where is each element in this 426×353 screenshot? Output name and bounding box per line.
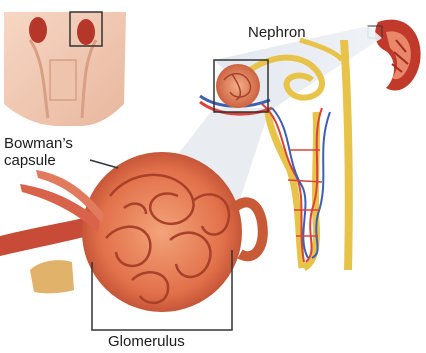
bowmans-capsule-label: Bowman’s capsule: [4, 135, 73, 169]
torso-inset: [4, 12, 126, 126]
left-kidney: [29, 17, 47, 43]
glomerulus-label: Glomerulus: [108, 333, 185, 350]
collecting-duct: [340, 40, 353, 270]
bowmans-capsule-label-line2: capsule: [4, 152, 73, 169]
right-kidney: [77, 19, 95, 45]
kidney-section: [368, 20, 421, 91]
bowman-pointer: [90, 160, 118, 168]
bowmans-capsule-label-line1: Bowman’s: [4, 135, 73, 152]
nephron-label: Nephron: [248, 24, 306, 41]
